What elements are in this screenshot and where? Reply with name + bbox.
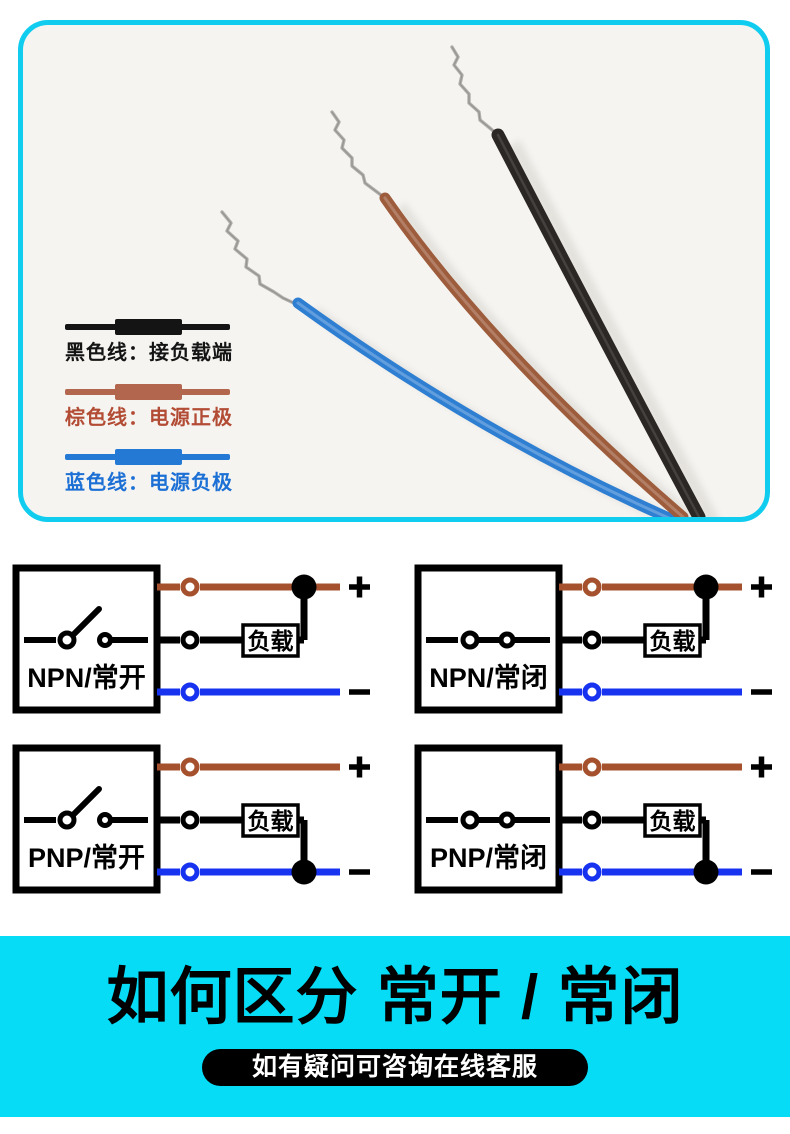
svg-text:NPN/常开: NPN/常开 (27, 663, 146, 693)
svg-text:NPN/常闭: NPN/常闭 (429, 663, 548, 693)
support-pill-text: 如有疑问可咨询在线客服 (251, 1053, 538, 1081)
legend-item-blue: 蓝色线：电源负极 (65, 449, 233, 495)
legend-label-black: 黑色线：接负载端 (65, 342, 233, 364)
svg-text:负载: 负载 (248, 628, 294, 654)
svg-text:负载: 负载 (650, 628, 696, 654)
svg-text:负载: 负载 (650, 808, 696, 834)
legend-item-brown: 棕色线：电源正极 (65, 384, 233, 430)
legend-item-black: 黑色线：接负载端 (65, 319, 233, 365)
wire-photo-card: 黑色线：接负载端 棕色线：电源正极 蓝色线：电源负极 (18, 20, 770, 522)
wire-photo (220, 45, 719, 517)
diagram-pnp-normally-closed: PNP/常闭 负载 (412, 738, 787, 903)
legend-label-blue: 蓝色线：电源负极 (65, 472, 233, 494)
bottom-banner: 如何区分 常开 / 常闭 如有疑问可咨询在线客服 (0, 936, 790, 1117)
wire-color-legend: 黑色线：接负载端 棕色线：电源正极 蓝色线：电源负极 (65, 319, 233, 514)
black-wire-symbol-icon (65, 319, 230, 335)
legend-label-brown: 棕色线：电源正极 (65, 407, 233, 429)
svg-text:PNP/常闭: PNP/常闭 (430, 843, 547, 873)
diagram-npn-normally-closed: NPN/常闭 负载 (412, 558, 787, 723)
banner-title: 如何区分 常开 / 常闭 (106, 963, 684, 1032)
svg-text:PNP/常开: PNP/常开 (28, 843, 145, 873)
brown-wire-symbol-icon (65, 384, 230, 400)
svg-text:负载: 负载 (248, 808, 294, 834)
diagram-pnp-normally-open: PNP/常开 负载 (10, 738, 385, 903)
blue-wire-symbol-icon (65, 449, 230, 465)
support-pill: 如有疑问可咨询在线客服 (202, 1049, 588, 1086)
diagram-npn-normally-open: NPN/常开 负载 (10, 558, 385, 723)
